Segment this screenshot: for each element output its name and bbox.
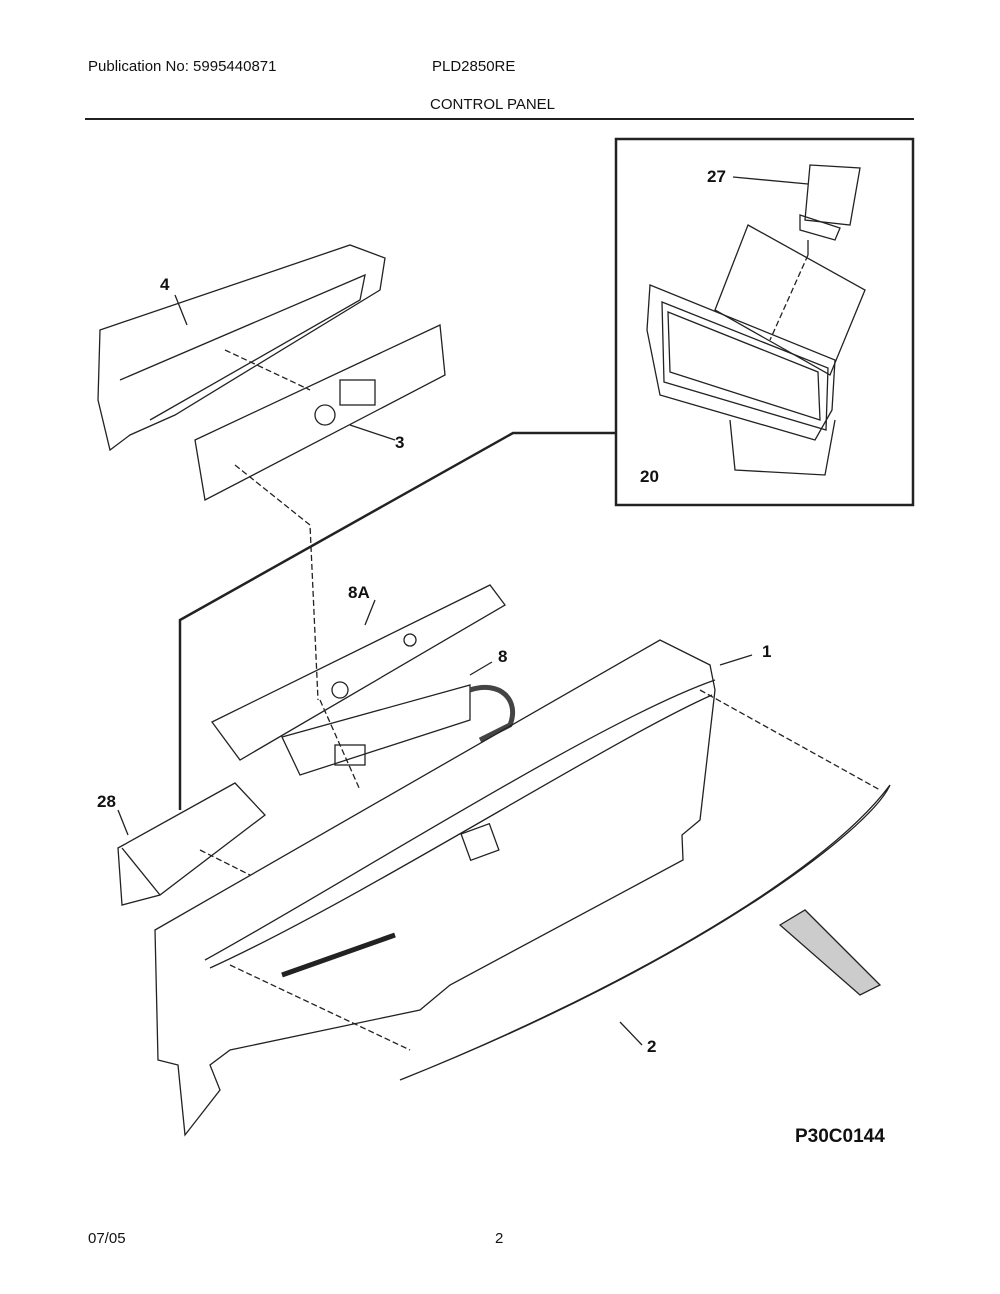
callout-8: 8	[498, 647, 507, 666]
inset-leader	[178, 431, 616, 810]
callout-1: 1	[762, 642, 771, 661]
callout-8a: 8A	[348, 583, 370, 602]
header-rule	[85, 118, 914, 120]
part-4-bracket	[97, 244, 386, 452]
part-3-control-board	[194, 324, 446, 701]
callout-27: 27	[707, 167, 726, 186]
inset-box	[614, 137, 915, 507]
drawing-code: P30C0144	[795, 1126, 885, 1147]
part-28-cover	[117, 782, 266, 906]
part-1-console	[154, 639, 881, 1137]
part-27-switch	[732, 164, 861, 341]
part-20-dispenser-housing	[646, 224, 866, 476]
callout-3: 3	[395, 433, 404, 452]
model-number: PLD2850RE	[432, 58, 516, 75]
callout-2: 2	[647, 1037, 656, 1056]
section-title: CONTROL PANEL	[430, 96, 556, 113]
publication-number: Publication No: 5995440871	[88, 58, 277, 75]
part-2-overlay	[399, 784, 891, 1081]
callout-28: 28	[97, 792, 116, 811]
footer-date: 07/05	[88, 1230, 126, 1247]
part-8-display-board	[281, 661, 516, 776]
callout-4: 4	[160, 275, 170, 294]
callout-20: 20	[640, 467, 659, 486]
page-number: 2	[495, 1230, 504, 1247]
